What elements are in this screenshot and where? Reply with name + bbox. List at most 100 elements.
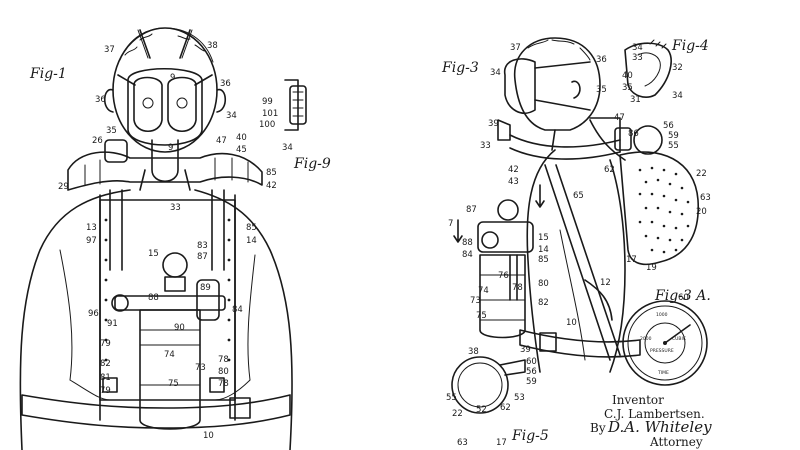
fig3-mask — [504, 58, 536, 114]
fig3-ref: 73 — [470, 296, 481, 306]
fig1-ref: 84 — [232, 305, 243, 315]
fig5-ring-inner — [457, 362, 503, 408]
fig1-waist-belt — [21, 394, 291, 429]
fig1-ref: 26 — [92, 136, 103, 146]
fig1-ref: 10 — [203, 431, 214, 441]
fig3-ref: 75 — [476, 311, 487, 321]
fig5-fitting — [499, 359, 526, 376]
fig3-ref: 85 — [538, 255, 549, 265]
fig1-vest-panel — [99, 199, 236, 401]
gauge-label: CUBIC — [672, 336, 686, 342]
fig1-drawing — [19, 27, 293, 450]
fig3-diagonal-strap — [544, 164, 621, 361]
fig9-hatch — [292, 91, 304, 117]
fig3-belt-buckle — [539, 332, 557, 352]
fig1-right-ear — [216, 88, 227, 113]
fig1-ref: 34 — [226, 111, 237, 121]
fig4-ref: 32 — [672, 63, 683, 73]
fig1-arm-line-left — [59, 249, 73, 381]
fig3-ref: 84 — [462, 250, 473, 260]
fig1-mouthpiece — [151, 139, 179, 183]
fig4-ref: 31 — [630, 95, 641, 105]
fig3-breathing-bag — [619, 151, 700, 266]
fig1-right-shoulder — [194, 189, 293, 450]
fig1-right-eye — [176, 97, 188, 109]
fig4-label: Fig-4 — [671, 38, 709, 54]
fig1-ref: 42 — [266, 181, 277, 191]
fig1-lower-buckle-left — [102, 377, 118, 393]
fig9-label: Fig-9 — [293, 156, 331, 172]
fig3-ref: 12 — [600, 278, 611, 288]
gauge-label: TIME — [657, 370, 669, 376]
fig1-canister-left — [104, 139, 128, 163]
fig3a-label: Fig-3 A. — [654, 288, 711, 304]
fig3-ref: 88 — [462, 238, 473, 248]
fig1-ref: 29 — [58, 182, 69, 192]
fig1-lower-buckle-right — [209, 377, 225, 393]
fig4-ref: 35 — [622, 83, 633, 93]
fig3-ref: 39 — [488, 119, 499, 129]
fig1-ref: 37 — [104, 45, 115, 55]
fig1-ref: 87 — [197, 252, 208, 262]
fig1-regulator-knob — [162, 252, 188, 278]
fig3-ref: 22 — [696, 169, 707, 179]
fig3-head-straps — [534, 61, 591, 111]
fig1-cylinder — [139, 309, 201, 430]
fig1-head-straps-inner — [137, 29, 193, 59]
fig1-left-lens — [133, 76, 163, 133]
fig5-ref: 62 — [500, 403, 511, 413]
fig4-ref: 34 — [672, 91, 683, 101]
gauge-inner — [627, 305, 703, 381]
fig1-ref: 13 — [86, 223, 97, 233]
fig1-arm-line-right — [247, 254, 256, 381]
fig3a-ref: 60 — [678, 293, 689, 303]
fig1-hairline — [119, 27, 214, 63]
fig1-tube-ribs — [84, 157, 249, 186]
fig3-ref: 47 — [614, 113, 625, 123]
fig1-ref: 45 — [236, 145, 247, 155]
fig3-ref: 86 — [628, 129, 639, 139]
fig5-ring-outer — [451, 356, 509, 414]
fig4-inner — [637, 52, 661, 87]
fig4-ref: 33 — [632, 53, 643, 63]
fig3-regulator-knob — [497, 199, 519, 221]
fig4-ref: 40 — [622, 71, 633, 81]
fig1-ref: 38 — [207, 41, 218, 51]
fig1-neck — [139, 169, 191, 191]
fig1-ref: 90 — [174, 323, 185, 333]
fig3-ear — [571, 80, 581, 99]
fig9-outline — [284, 79, 299, 131]
fig3-ref: 37 — [510, 43, 521, 53]
fig1-ref: 75 — [168, 379, 179, 389]
fig1-manifold — [114, 295, 226, 311]
fig3-breathing-tube-lower — [509, 147, 621, 160]
fig1-reference-numbers: 37 38 9 36 36 34 9 35 26 47 40 45 85 42 … — [58, 41, 277, 441]
fig3-ref: 56 — [663, 121, 674, 131]
gauge-center-ring — [644, 322, 686, 364]
fig1-breathing-tube — [67, 151, 263, 191]
fig3-ref: 35 — [596, 85, 607, 95]
fig1-left-eye — [142, 97, 154, 109]
fig5-ref: 56 — [526, 367, 537, 377]
fig3-valve-wheel — [481, 231, 499, 249]
fig5-ref: 63 — [457, 438, 468, 448]
fig3-ref: 76 — [498, 271, 509, 281]
fig3-ref: 62 — [604, 165, 615, 175]
fig1-ref: 82 — [100, 359, 111, 369]
fig3-ref: 33 — [480, 141, 491, 151]
inventor-label: Inventor — [612, 393, 664, 407]
fig3-breathing-tube — [509, 134, 621, 148]
fig1-valve-left — [111, 294, 129, 312]
fig9-ref: 101 — [262, 109, 278, 119]
fig1-ref: 74 — [164, 350, 175, 360]
fig3-ref: 74 — [478, 286, 489, 296]
fig5-ref: 22 — [452, 409, 463, 419]
fig1-ref: 97 — [86, 236, 97, 246]
fig1-ref: 33 — [170, 203, 181, 213]
fig3-ref: 14 — [538, 245, 549, 255]
fig1-ref: 15 — [148, 249, 159, 259]
gauge-pivot — [663, 341, 667, 345]
fig3-lower-strap — [584, 279, 613, 321]
